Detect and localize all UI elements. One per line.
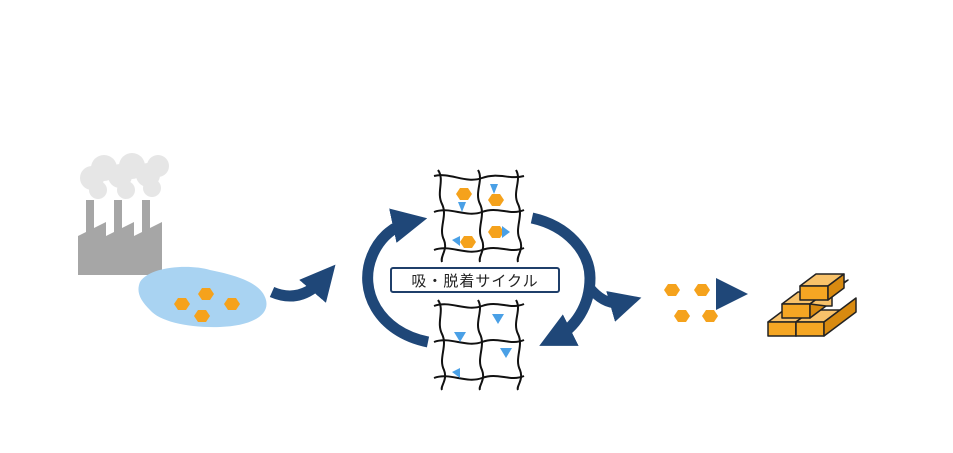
inflow-arrow: [269, 264, 336, 303]
desorption-cycle-arrow: [530, 212, 596, 346]
outflow-arrow: [586, 284, 642, 322]
recovered-particles-icon: [664, 284, 718, 322]
empty-binding-sites: [452, 314, 512, 378]
wastewater-pool-icon: [138, 266, 267, 328]
factory-icon: [78, 153, 169, 275]
metal-ingots-icon: [767, 273, 857, 337]
adsorbed-molecules: [452, 184, 510, 248]
adsorbent-mesh-icon: [433, 169, 525, 263]
regenerated-mesh-icon: [433, 299, 525, 391]
adsorption-cycle-arrow: [362, 208, 430, 348]
adsorption-desorption-cycle-label: 吸・脱着サイクル: [390, 267, 560, 293]
